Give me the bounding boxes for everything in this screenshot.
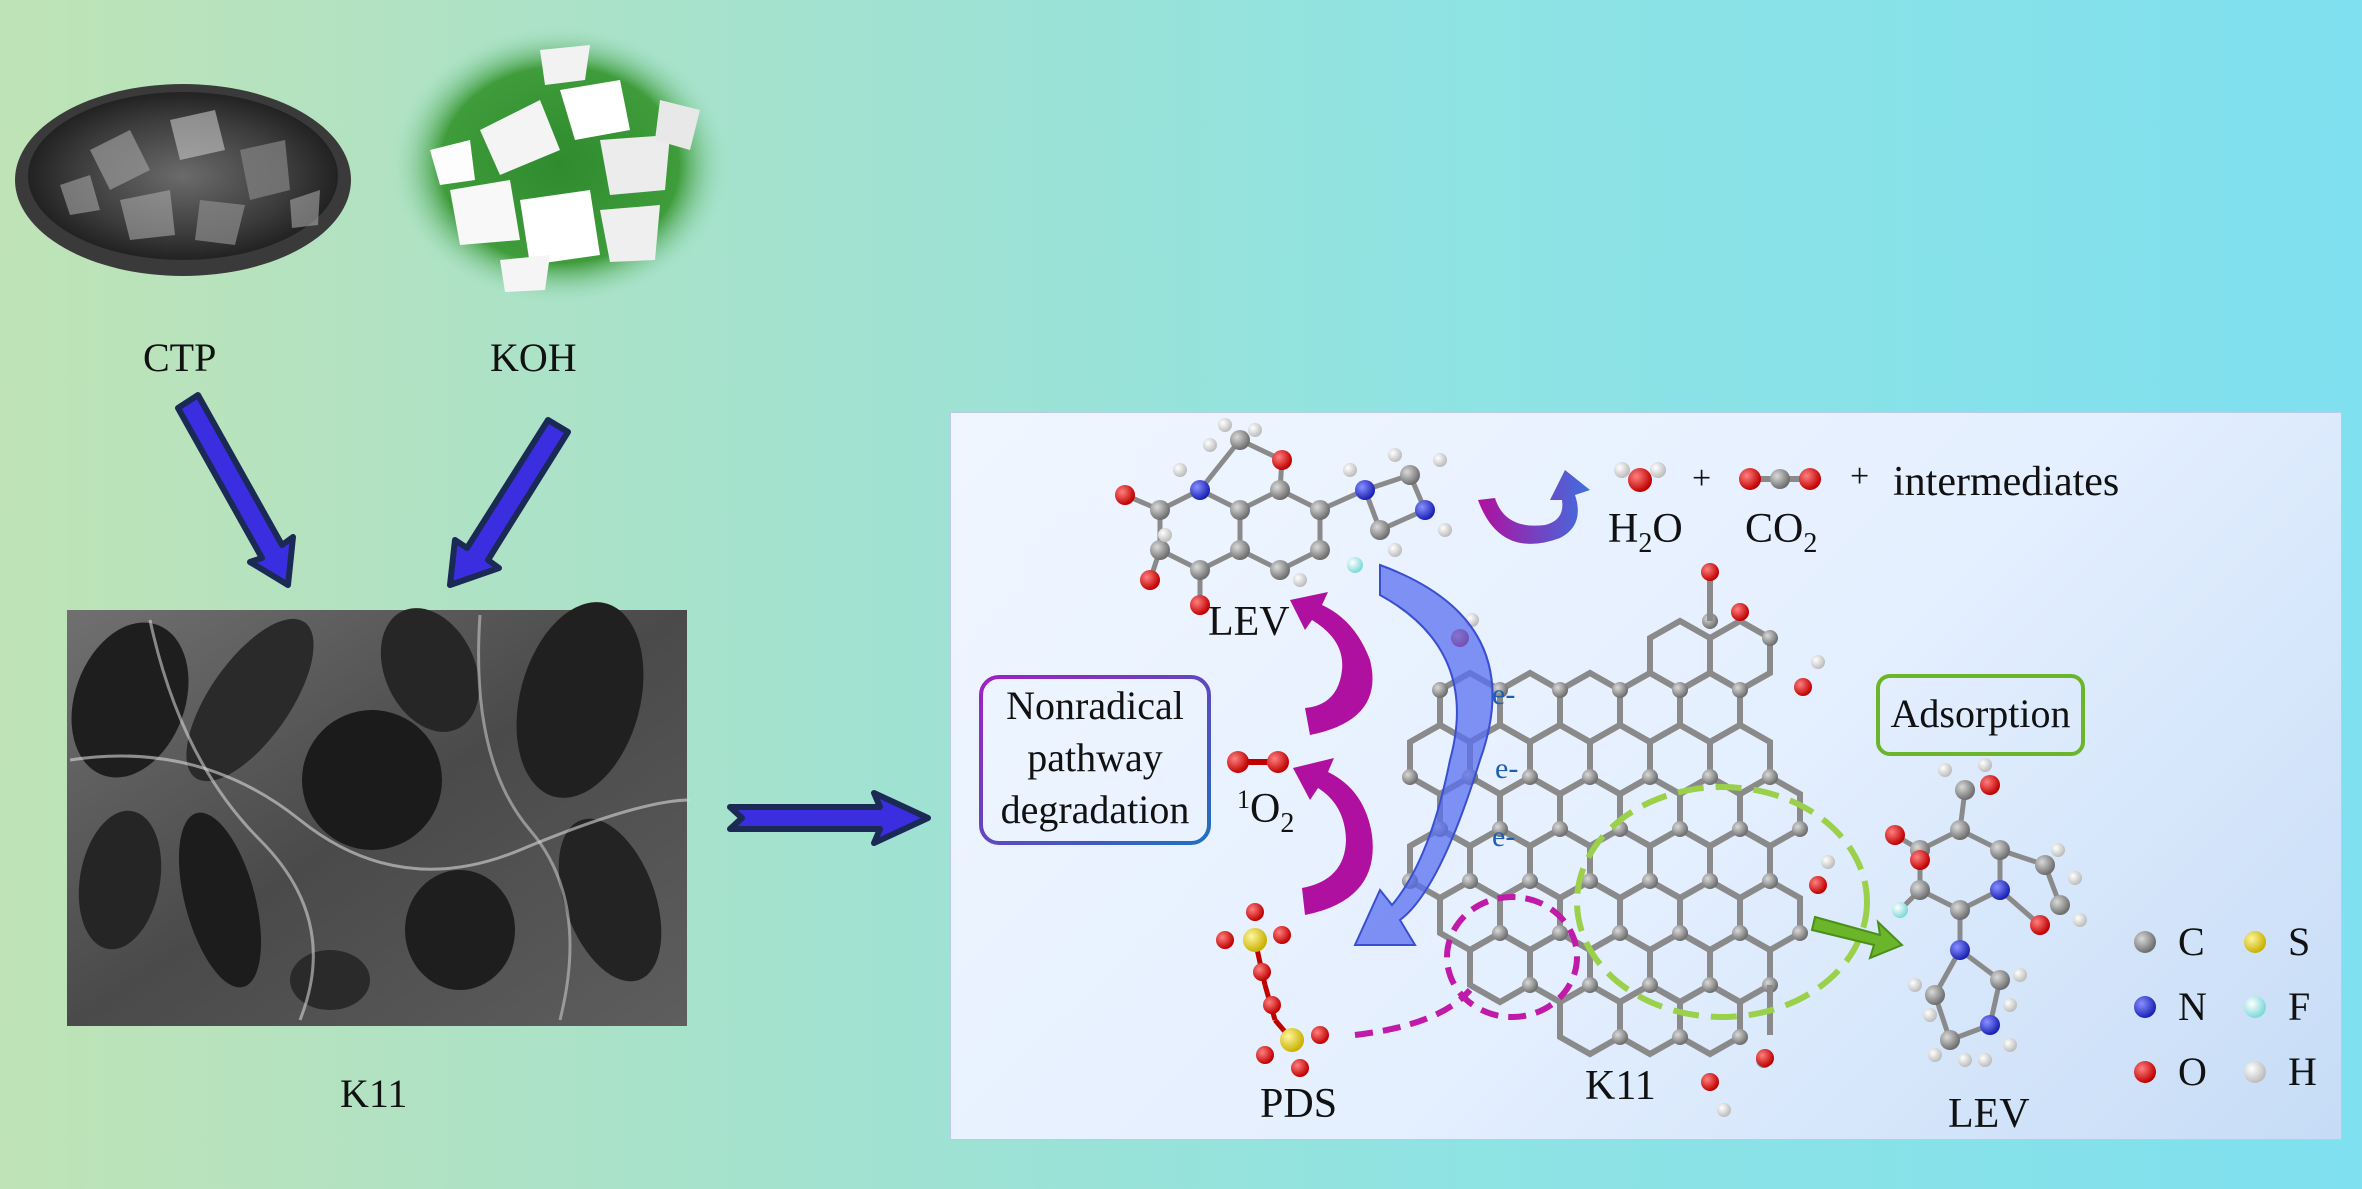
electron-label-2: e- bbox=[1495, 752, 1519, 785]
arrow-koh-to-k11 bbox=[447, 417, 571, 588]
plus-sign-1: + bbox=[1692, 460, 1712, 497]
k11-panel-label: K11 bbox=[1585, 1063, 1656, 1109]
curved-arrow-to-lev bbox=[1290, 592, 1373, 735]
pds-molecule bbox=[1216, 903, 1329, 1077]
intermediates-label: intermediates bbox=[1893, 459, 2120, 505]
arrow-ctp-to-k11 bbox=[175, 392, 296, 588]
nonradical-line-3: degradation bbox=[1000, 787, 1190, 832]
adsorption-arrow bbox=[1810, 915, 1904, 960]
lev-right-label: LEV bbox=[1948, 1091, 2030, 1137]
nonradical-text: Nonradical pathway degradation bbox=[981, 680, 1209, 836]
dashed-circle-magenta bbox=[1444, 894, 1580, 1020]
electron-transfer-arrow bbox=[1353, 563, 1494, 946]
legend-c-atom bbox=[2134, 931, 2156, 953]
adsorption-text: Adsorption bbox=[1890, 691, 2071, 736]
electron-label-1: e- bbox=[1492, 678, 1516, 711]
legend-s-atom bbox=[2244, 931, 2266, 953]
dashed-circle-green bbox=[1574, 784, 1870, 1020]
legend-h-label: H bbox=[2288, 1049, 2317, 1094]
h2o-molecule bbox=[1614, 462, 1666, 492]
legend-o-atom bbox=[2134, 1061, 2156, 1083]
legend-o-label: O bbox=[2178, 1049, 2207, 1094]
k11-sem-image bbox=[67, 602, 691, 1026]
lev-molecule-right-atoms bbox=[1885, 758, 2087, 1067]
adsorption-box bbox=[1876, 674, 2085, 756]
nonradical-box bbox=[979, 675, 1211, 845]
plus-sign-2: + bbox=[1850, 458, 1870, 495]
lev-molecule-right bbox=[1893, 789, 2063, 1043]
koh-label: KOH bbox=[490, 335, 577, 380]
legend-f-atom bbox=[2244, 996, 2266, 1018]
nonradical-line-1: Nonradical bbox=[1006, 683, 1184, 728]
legend-n-atom bbox=[2134, 996, 2156, 1018]
curved-arrow-from-pds bbox=[1293, 758, 1373, 915]
co2-molecule bbox=[1739, 468, 1821, 490]
legend-h-atom bbox=[2244, 1061, 2266, 1083]
legend-c-label: C bbox=[2178, 919, 2205, 964]
legend-s-label: S bbox=[2288, 919, 2311, 964]
electron-label-3: e- bbox=[1492, 820, 1516, 853]
pds-label: PDS bbox=[1260, 1081, 1338, 1127]
singlet-oxygen-label: 1O2 bbox=[1237, 785, 1295, 839]
h2o-label: H2O bbox=[1608, 506, 1683, 559]
lev-top-label: LEV bbox=[1208, 599, 1290, 645]
ctp-image bbox=[15, 84, 351, 276]
curl-arrow-products bbox=[1478, 470, 1590, 544]
singlet-oxygen-molecule bbox=[1227, 751, 1289, 773]
ctp-label: CTP bbox=[143, 335, 217, 380]
legend-n-label: N bbox=[2178, 984, 2207, 1029]
nonradical-line-2: pathway bbox=[1027, 735, 1163, 780]
legend-f-label: F bbox=[2288, 984, 2311, 1029]
co2-label: CO2 bbox=[1745, 506, 1818, 559]
dashed-link-pds bbox=[1354, 988, 1473, 1038]
koh-image bbox=[390, 25, 730, 305]
legend-atoms bbox=[2134, 931, 2266, 1083]
lev-molecule-top-atoms bbox=[1115, 418, 1452, 615]
arrow-to-panel bbox=[727, 790, 931, 846]
k11-sem-label: K11 bbox=[340, 1071, 408, 1116]
